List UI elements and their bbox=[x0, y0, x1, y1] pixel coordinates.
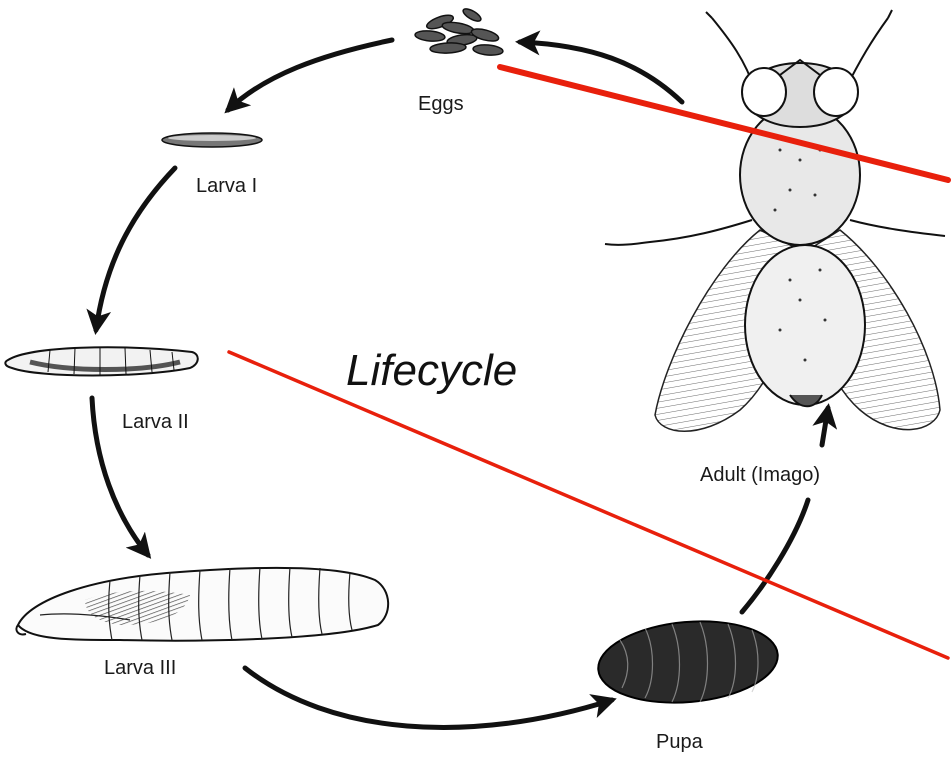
label-larva1: Larva I bbox=[196, 175, 257, 197]
annotation-line-eggs bbox=[500, 67, 948, 180]
larva3-illustration bbox=[16, 567, 388, 641]
eggs-illustration bbox=[415, 7, 504, 57]
label-larva2: Larva II bbox=[122, 411, 189, 433]
label-eggs: Eggs bbox=[418, 93, 464, 115]
label-larva3: Larva III bbox=[104, 657, 176, 679]
label-adult: Adult (Imago) bbox=[700, 464, 820, 486]
arrow-larva3-to-pupa bbox=[245, 668, 612, 727]
arrow-adult-up bbox=[822, 408, 828, 445]
label-pupa: Pupa bbox=[656, 731, 704, 753]
diagram-title: Lifecycle bbox=[346, 346, 517, 395]
arrow-eggs-to-larva1 bbox=[228, 40, 392, 110]
adult-fly-illustration bbox=[605, 10, 945, 431]
larva1-illustration bbox=[162, 133, 262, 147]
pupa-illustration bbox=[595, 614, 781, 709]
arrow-larva1-to-larva2 bbox=[96, 168, 175, 330]
larva2-illustration bbox=[5, 347, 197, 376]
